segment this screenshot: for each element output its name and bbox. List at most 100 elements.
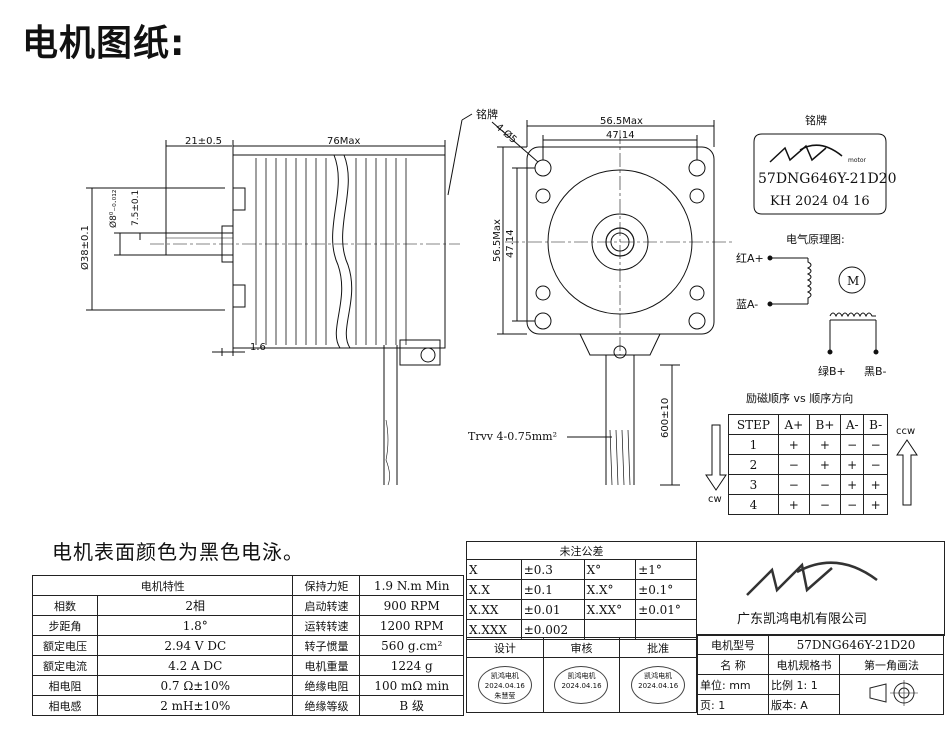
seq-cell: + xyxy=(777,494,810,515)
wiring-schematic xyxy=(767,255,879,355)
seq-cell: + xyxy=(840,474,865,495)
dim-shaft-dia: Ø8⁰₋₀.₀₁₂ xyxy=(108,189,119,228)
motor-symbol: M xyxy=(847,274,859,288)
sequence-row: 2 − + + − xyxy=(728,454,888,475)
specs-title-row: 电机特性 保持力矩 1.9 N.m Min xyxy=(31,575,464,596)
tolerance-title: 未注公差 xyxy=(466,541,697,560)
lead-b-plus: 绿B+ xyxy=(818,364,846,378)
sequence-header: STEP A+ B+ A- B- xyxy=(728,414,888,435)
title-block: 电机型号 57DNG646Y-21D20 名 称 电机规格书 第一角画法 单位:… xyxy=(697,634,944,715)
name-value: 电机规格书 xyxy=(768,654,840,675)
approval-cell-design: 凯鸿电机 2024.04.16 朱慧莹 xyxy=(466,657,544,713)
dim-flange-max: 56.5Max xyxy=(600,116,643,127)
cooling-fins xyxy=(255,158,407,345)
approval-header: 批准 xyxy=(619,637,697,658)
model-label: 电机型号 xyxy=(697,634,769,655)
tol-cell: ±0.1 xyxy=(520,579,585,600)
ccw-label: ccw xyxy=(896,426,915,437)
spec-value: 1.8° xyxy=(96,615,294,636)
seq-header-cell: A+ xyxy=(777,414,810,435)
tol-cell: X.X xyxy=(466,579,522,600)
version-label: 版本: A xyxy=(768,694,840,715)
seq-cell: − xyxy=(777,474,810,495)
seq-cell: + xyxy=(863,494,888,515)
first-angle-projection-icon xyxy=(869,680,918,706)
spec-value: 2 mH±10% xyxy=(96,695,294,716)
spec-label: 额定电压 xyxy=(32,635,98,656)
dim-body-length: 76Max xyxy=(327,136,360,147)
spec-label: 绝缘电阻 xyxy=(292,675,361,696)
dim-flange-max-v: 56.5Max xyxy=(492,219,503,262)
front-view xyxy=(491,120,735,486)
tol-cell: ±1° xyxy=(635,559,697,580)
nameplate-leader-label: 铭牌 xyxy=(476,107,498,121)
unit-label: 单位: mm xyxy=(697,674,769,695)
tolerance-table: 未注公差 X ±0.3 X° ±1° X.X ±0.1 X.X° ±0.1° X… xyxy=(466,541,697,640)
tol-cell: X.XX xyxy=(466,599,522,620)
company-logo xyxy=(746,561,878,596)
seq-cell: + xyxy=(840,454,865,475)
dim-hole-pitch: 47.14 xyxy=(606,130,635,141)
sequence-table: STEP A+ B+ A- B- 1 + + − − 2 − + + − 3 −… xyxy=(728,414,888,515)
seq-header-cell: B- xyxy=(863,414,888,435)
spec-label: 绝缘等级 xyxy=(292,695,361,716)
spec-row: 步距角 1.8° 运转转速 1200 RPM xyxy=(32,615,464,636)
dim-boss-height: 1.6 xyxy=(250,342,266,353)
dim-hole-pitch-v: 47.14 xyxy=(505,229,516,258)
stamp-signer: 朱慧莹 xyxy=(494,692,516,700)
spec-label: 运转转速 xyxy=(292,615,361,636)
nameplate-frame xyxy=(753,133,887,215)
spec-label: 启动转速 xyxy=(292,595,361,616)
nameplate-date: KH 2024 04 16 xyxy=(770,194,870,209)
coating-note: 电机表面颜色为黑色电泳。 xyxy=(52,540,304,564)
approval-table: 设计 审核 批准 凯鸿电机 2024.04.16 朱慧莹 凯鸿电机 2024.0… xyxy=(466,637,697,713)
motor-body-outline xyxy=(232,154,446,349)
spec-value: 4.2 A DC xyxy=(96,655,294,676)
seq-cell: − xyxy=(777,454,810,475)
dim-flat: 7.5±0.1 xyxy=(131,190,141,226)
company-name: 广东凯鸿电机有限公司 xyxy=(737,612,868,627)
cw-label: cw xyxy=(708,494,722,505)
spec-label: 相电感 xyxy=(32,695,98,716)
seq-cell: + xyxy=(863,474,888,495)
stamp-company: 凯鸿电机 xyxy=(567,672,596,680)
stamp-date: 2024.04.16 xyxy=(561,682,602,690)
model-value: 57DNG646Y-21D20 xyxy=(768,634,944,655)
stamp-company: 凯鸿电机 xyxy=(644,672,673,680)
projection-label: 第一角画法 xyxy=(839,654,944,675)
technical-drawing: 21±0.5 76Max Ø38±0.1 Ø8⁰₋₀.₀₁₂ 7.5±0.1 1… xyxy=(79,107,918,506)
tol-cell: ±0.01 xyxy=(520,599,585,620)
nameplate-title: 铭牌 xyxy=(805,113,827,127)
spec-value: 900 RPM xyxy=(359,595,464,616)
nameplate-model: 57DNG646Y-21D20 xyxy=(758,171,896,187)
stamp-date: 2024.04.16 xyxy=(484,682,525,690)
page-label: 页: 1 xyxy=(697,694,769,715)
page-title: 电机图纸: xyxy=(22,23,186,64)
seq-cell: 4 xyxy=(728,494,779,515)
seq-cell: − xyxy=(840,434,865,455)
front-lead xyxy=(605,355,635,485)
spec-row: 相电感 2 mH±10% 绝缘等级 B 级 xyxy=(32,695,464,716)
nameplate-logo xyxy=(769,144,843,163)
approval-cell-approve: 凯鸿电机 2024.04.16 xyxy=(619,657,697,713)
tolerance-row: X ±0.3 X° ±1° xyxy=(466,559,697,580)
spec-value: 1.9 N.m Min xyxy=(359,575,464,596)
spec-value: 1224 g xyxy=(359,655,464,676)
dim-lead-length: 600±10 xyxy=(660,398,671,438)
spec-row: 额定电压 2.94 V DC 转子惯量 560 g.cm² xyxy=(32,635,464,656)
seq-header-cell: STEP xyxy=(728,414,779,435)
seq-header-cell: B+ xyxy=(808,414,842,435)
tolerance-row: X.XXX ±0.002 xyxy=(466,619,697,640)
spec-label: 步距角 xyxy=(32,615,98,636)
sequence-row: 4 + − − + xyxy=(728,494,888,515)
sequence-row: 3 − − + + xyxy=(728,474,888,495)
spec-value: 0.7 Ω±10% xyxy=(96,675,294,696)
lead-a-minus: 蓝A- xyxy=(736,298,758,311)
tolerance-row: X.XX ±0.01 X.XX° ±0.01° xyxy=(466,599,697,620)
tol-cell: X xyxy=(466,559,522,580)
tol-cell: X° xyxy=(583,559,637,580)
sequence-row: 1 + + − − xyxy=(728,434,888,455)
specs-table: 电机特性 保持力矩 1.9 N.m Min 相数 2相 启动转速 900 RPM… xyxy=(31,575,464,716)
lead-wire xyxy=(383,345,398,485)
seq-cell: − xyxy=(808,494,842,515)
